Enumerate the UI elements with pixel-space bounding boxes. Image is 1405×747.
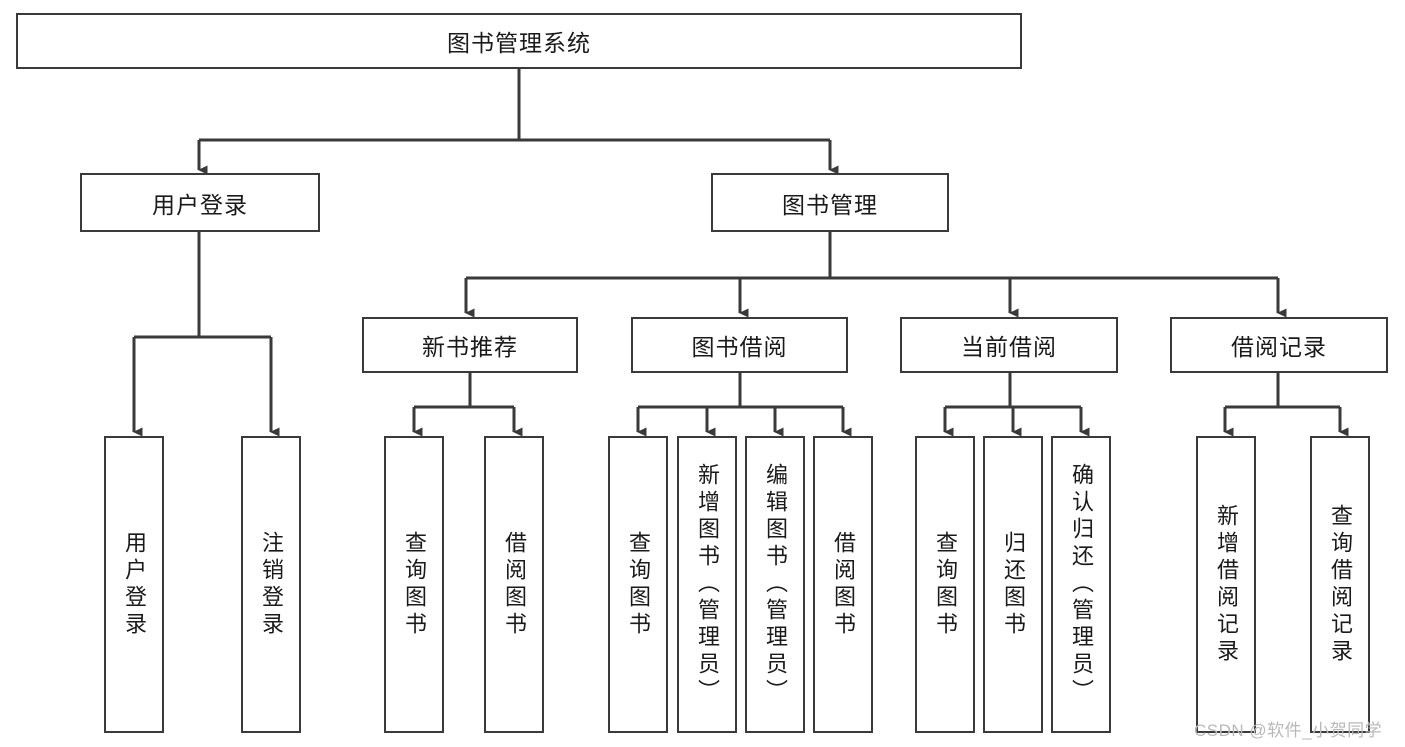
- node-label: 新增借阅记录: [1214, 503, 1239, 666]
- leaf-new-book-borrow[interactable]: 借阅图书: [484, 436, 544, 733]
- node-label: 归还图书: [1001, 530, 1026, 639]
- node-borrow-record[interactable]: 借阅记录: [1170, 317, 1388, 373]
- leaf-current-borrow-confirm-return[interactable]: 确认归还（管理员）: [1051, 436, 1111, 733]
- leaf-current-borrow-return[interactable]: 归还图书: [983, 436, 1043, 733]
- node-label: 图书借阅: [691, 334, 788, 360]
- leaf-borrow-record-add[interactable]: 新增借阅记录: [1196, 436, 1256, 733]
- node-label: 借阅图书: [831, 530, 856, 639]
- node-label: 借阅图书: [502, 530, 527, 639]
- node-label: 查询借阅记录: [1328, 503, 1353, 666]
- leaf-user-login-logout[interactable]: 注销登录: [241, 436, 301, 733]
- node-label: 编辑图书（管理员）: [763, 463, 788, 706]
- node-label: 图书管理: [782, 191, 878, 218]
- node-current-borrow[interactable]: 当前借阅: [900, 317, 1118, 373]
- leaf-book-borrow-add[interactable]: 新增图书（管理员）: [677, 436, 737, 733]
- node-root-system[interactable]: 图书管理系统: [16, 13, 1022, 69]
- leaf-book-borrow-edit[interactable]: 编辑图书（管理员）: [745, 436, 805, 733]
- leaf-user-login-login[interactable]: 用户登录: [104, 436, 164, 733]
- node-label: 借阅记录: [1231, 334, 1327, 360]
- leaf-borrow-record-query[interactable]: 查询借阅记录: [1310, 436, 1370, 733]
- node-new-book-recommend[interactable]: 新书推荐: [362, 317, 578, 373]
- node-label: 查询图书: [626, 530, 651, 639]
- leaf-book-borrow-query[interactable]: 查询图书: [608, 436, 668, 733]
- node-label: 当前借阅: [961, 334, 1057, 360]
- leaf-book-borrow-borrow[interactable]: 借阅图书: [813, 436, 873, 733]
- node-label: 用户登录: [122, 530, 147, 639]
- node-label: 图书管理系统: [447, 30, 591, 56]
- leaf-current-borrow-query[interactable]: 查询图书: [915, 436, 975, 733]
- node-user-login[interactable]: 用户登录: [80, 173, 320, 232]
- node-label: 用户登录: [152, 191, 248, 218]
- node-book-borrow[interactable]: 图书借阅: [631, 317, 848, 373]
- watermark-text: CSDN @软件_小贺同学: [1194, 721, 1383, 740]
- node-label: 注销登录: [259, 530, 284, 639]
- leaf-new-book-query[interactable]: 查询图书: [384, 436, 444, 733]
- node-label: 查询图书: [402, 530, 427, 639]
- node-book-management[interactable]: 图书管理: [711, 173, 949, 232]
- node-label: 新增图书（管理员）: [695, 463, 720, 706]
- node-label: 新书推荐: [422, 334, 518, 360]
- node-label: 查询图书: [933, 530, 958, 639]
- node-label: 确认归还（管理员）: [1069, 463, 1094, 706]
